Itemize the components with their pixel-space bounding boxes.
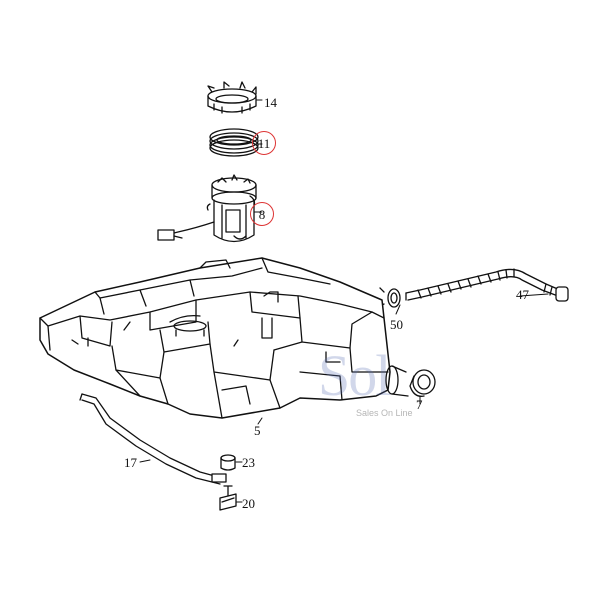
part-label-23: 23 (242, 455, 255, 470)
hose-part (405, 268, 569, 302)
part-label-5: 5 (254, 423, 261, 438)
fuel-tank-part (39, 257, 391, 419)
seal-ring-part (209, 128, 259, 157)
filler-seal-part (385, 365, 436, 397)
part-label-8: 8 (250, 202, 274, 226)
watermark-logo: Sol (318, 343, 391, 408)
tank-strap-part (79, 393, 227, 485)
part-label-20: 20 (242, 496, 255, 511)
bolt-part (219, 485, 237, 511)
part-label-7: 7 (416, 397, 423, 412)
rubber-pad-part (220, 454, 236, 471)
locking-ring-part (207, 81, 257, 114)
part-label-14: 14 (264, 95, 277, 110)
watermark-tagline: Sales On Line (356, 408, 413, 418)
part-label-50: 50 (390, 317, 403, 332)
fuel-pump-part (157, 174, 257, 243)
part-label-11: 11 (252, 131, 276, 155)
part-label-47: 47 (516, 287, 529, 302)
part-label-17: 17 (124, 455, 137, 470)
